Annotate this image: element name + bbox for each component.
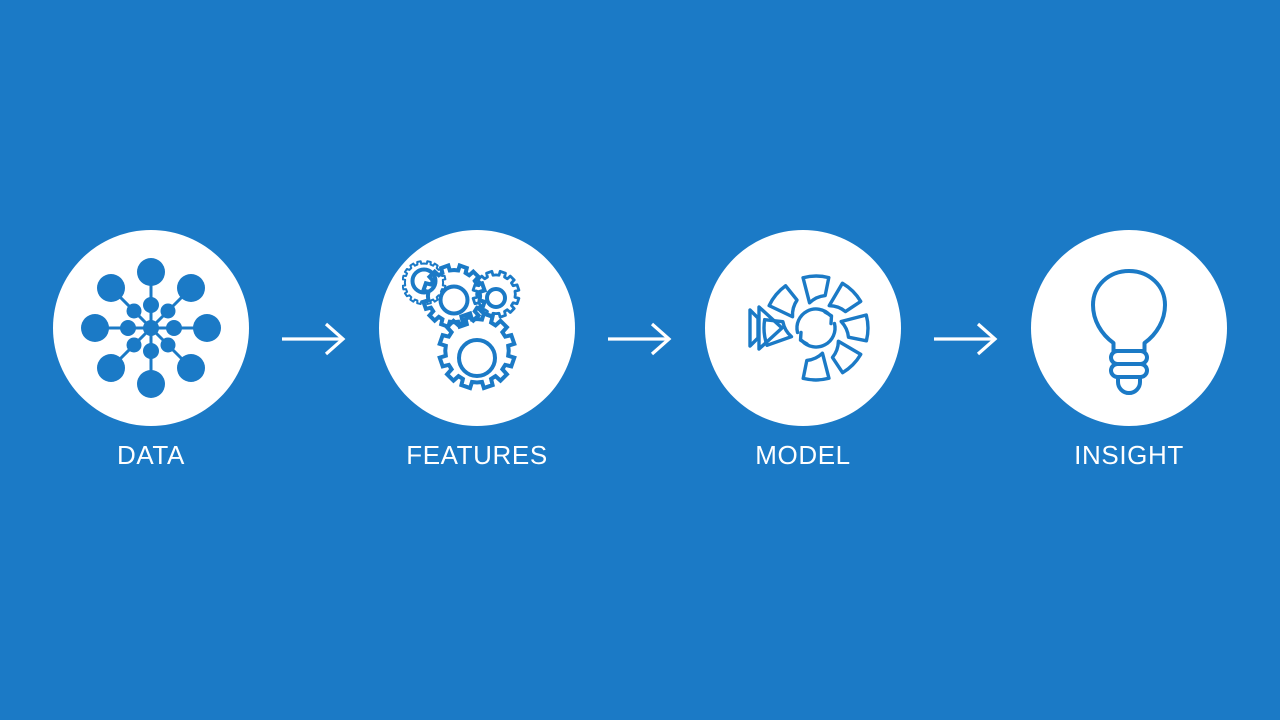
arrow-right-icon	[282, 322, 346, 356]
stage-disc-model	[705, 230, 901, 426]
connector-features-to-model	[575, 230, 705, 490]
stage-label-insight: INSIGHT	[1074, 440, 1184, 470]
stage-data[interactable]: DATA	[53, 230, 249, 490]
arrow-right-icon	[608, 322, 672, 356]
stage-label-features: FEATURES	[406, 440, 548, 470]
stage-disc-data	[53, 230, 249, 426]
network-hub-icon	[81, 258, 221, 398]
stage-label-data: DATA	[117, 440, 185, 470]
model-cycle-icon	[748, 274, 870, 382]
connector-data-to-features	[249, 230, 379, 490]
stage-features[interactable]: FEATURES	[379, 230, 575, 490]
gears-icon	[402, 260, 521, 391]
stage-insight[interactable]: INSIGHT	[1031, 230, 1227, 490]
stage-model[interactable]: MODEL	[705, 230, 901, 490]
stage-disc-features	[379, 230, 575, 426]
lightbulb-icon	[1091, 269, 1167, 395]
stage-label-model: MODEL	[755, 440, 851, 470]
connector-model-to-insight	[901, 230, 1031, 490]
stage-disc-insight	[1031, 230, 1227, 426]
arrow-right-icon	[934, 322, 998, 356]
